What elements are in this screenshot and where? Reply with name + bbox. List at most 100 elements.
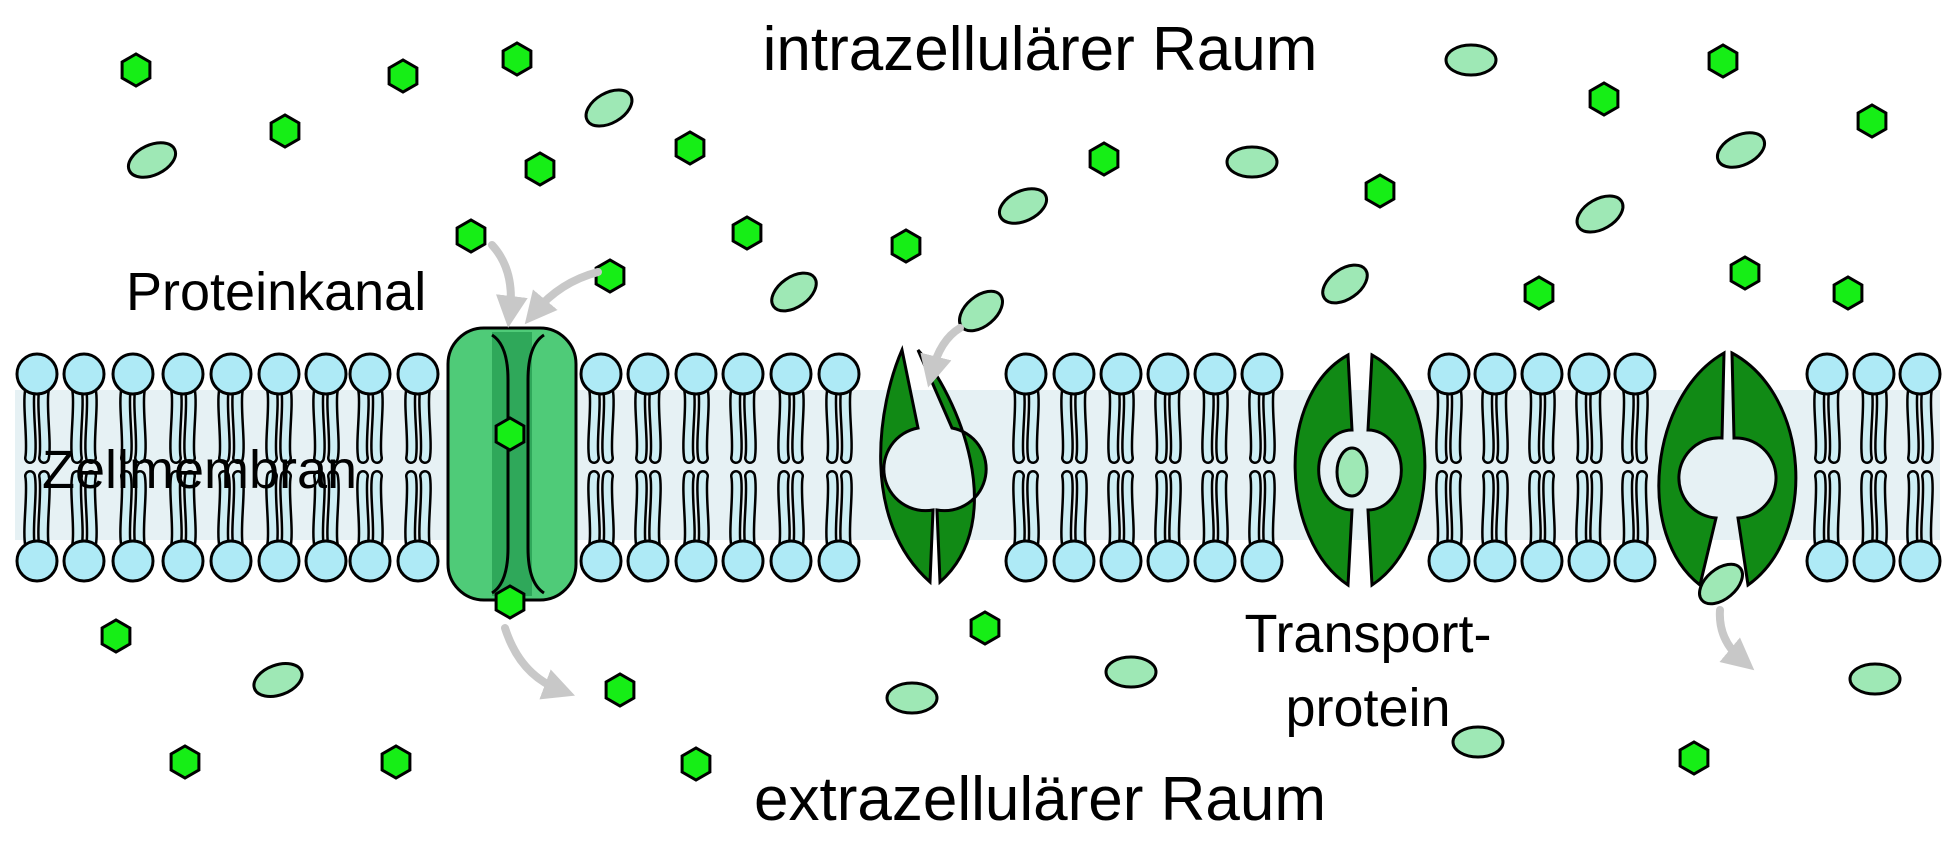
lipid-head xyxy=(1195,354,1235,394)
lipid-head xyxy=(581,541,621,581)
lipid-head xyxy=(211,354,251,394)
hexagon-ion-icon xyxy=(676,132,704,164)
hexagon-ion-icon xyxy=(682,748,710,780)
lipid-head xyxy=(259,354,299,394)
lipid-head xyxy=(350,354,390,394)
hexagon-ion-icon xyxy=(1090,143,1118,175)
label-membrane: Zellmembran xyxy=(42,440,357,500)
lipid-head xyxy=(1242,541,1282,581)
lipid-head xyxy=(676,541,716,581)
lipid-head xyxy=(17,541,57,581)
hexagon-ion-icon xyxy=(171,746,199,778)
hexagon-ion-icon xyxy=(503,43,531,75)
oval-molecule-icon xyxy=(1453,727,1503,757)
lipid-head xyxy=(581,354,621,394)
hexagon-ion-icon xyxy=(496,418,524,450)
lipid-head xyxy=(163,541,203,581)
lipid-head xyxy=(211,541,251,581)
hexagon-ion-icon xyxy=(382,746,410,778)
lipid-head xyxy=(1054,541,1094,581)
lipid-head xyxy=(398,541,438,581)
label-extracellular: extrazellulärer Raum xyxy=(754,765,1326,834)
lipid-head xyxy=(1807,541,1847,581)
lipid-head xyxy=(113,354,153,394)
channel-pore xyxy=(492,332,532,596)
oval-molecule-icon xyxy=(1337,448,1367,496)
hexagon-ion-icon xyxy=(1731,257,1759,289)
lipid-head xyxy=(1054,354,1094,394)
lipid-head xyxy=(1006,354,1046,394)
lipid-head xyxy=(1615,541,1655,581)
label-intracellular: intrazellulärer Raum xyxy=(763,15,1318,84)
lipid-head xyxy=(1569,541,1609,581)
lipid-head xyxy=(17,354,57,394)
lipid-head xyxy=(1475,541,1515,581)
oval-molecule-icon xyxy=(1106,657,1156,687)
lipid-head xyxy=(1148,354,1188,394)
lipid-head xyxy=(1854,354,1894,394)
oval-molecule-icon xyxy=(1446,45,1496,75)
lipid-head xyxy=(628,354,668,394)
hexagon-ion-icon xyxy=(892,230,920,262)
lipid-head xyxy=(723,354,763,394)
lipid-head xyxy=(306,541,346,581)
lipid-head xyxy=(1807,354,1847,394)
hexagon-ion-icon xyxy=(971,612,999,644)
lipid-head xyxy=(676,354,716,394)
lipid-head xyxy=(163,354,203,394)
hexagon-ion-icon xyxy=(596,260,624,292)
hexagon-ion-icon xyxy=(457,220,485,252)
hexagon-ion-icon xyxy=(496,586,524,618)
lipid-head xyxy=(1101,541,1141,581)
lipid-head xyxy=(259,541,299,581)
hexagon-ion-icon xyxy=(606,674,634,706)
lipid-head xyxy=(771,354,811,394)
lipid-head xyxy=(113,541,153,581)
lipid-head xyxy=(1522,354,1562,394)
oval-molecule-icon xyxy=(887,683,937,713)
lipid-head xyxy=(1569,354,1609,394)
lipid-head xyxy=(1006,541,1046,581)
hexagon-ion-icon xyxy=(1590,83,1618,115)
hexagon-ion-icon xyxy=(271,115,299,147)
hexagon-ion-icon xyxy=(1680,742,1708,774)
lipid-head xyxy=(1900,354,1940,394)
hexagon-ion-icon xyxy=(1834,277,1862,309)
lipid-head xyxy=(819,541,859,581)
lipid-head xyxy=(1900,541,1940,581)
lipid-head xyxy=(1522,541,1562,581)
lipid-head xyxy=(306,354,346,394)
hexagon-ion-icon xyxy=(1366,175,1394,207)
oval-molecule-icon xyxy=(1850,664,1900,694)
hexagon-ion-icon xyxy=(1858,105,1886,137)
lipid-head xyxy=(64,354,104,394)
lipid-head xyxy=(1429,354,1469,394)
hexagon-ion-icon xyxy=(122,54,150,86)
lipid-head xyxy=(350,541,390,581)
lipid-head xyxy=(1615,354,1655,394)
lipid-head xyxy=(1475,354,1515,394)
hexagon-ion-icon xyxy=(733,217,761,249)
label-transporter-line1: Transport- xyxy=(1244,604,1491,664)
lipid-head xyxy=(771,541,811,581)
protein-channel xyxy=(448,328,576,600)
lipid-head xyxy=(398,354,438,394)
hexagon-ion-icon xyxy=(1525,277,1553,309)
oval-molecule-icon xyxy=(1227,147,1277,177)
lipid-head xyxy=(819,354,859,394)
lipid-head xyxy=(64,541,104,581)
hexagon-ion-icon xyxy=(102,620,130,652)
lipid-head xyxy=(628,541,668,581)
hexagon-ion-icon xyxy=(1709,45,1737,77)
lipid-head xyxy=(723,541,763,581)
lipid-head xyxy=(1148,541,1188,581)
hexagon-ion-icon xyxy=(526,153,554,185)
label-transporter-line2: protein xyxy=(1285,678,1450,738)
lipid-head xyxy=(1429,541,1469,581)
lipid-head xyxy=(1101,354,1141,394)
lipid-head xyxy=(1242,354,1282,394)
hexagon-ion-icon xyxy=(389,60,417,92)
lipid-head xyxy=(1195,541,1235,581)
lipid-head xyxy=(1854,541,1894,581)
